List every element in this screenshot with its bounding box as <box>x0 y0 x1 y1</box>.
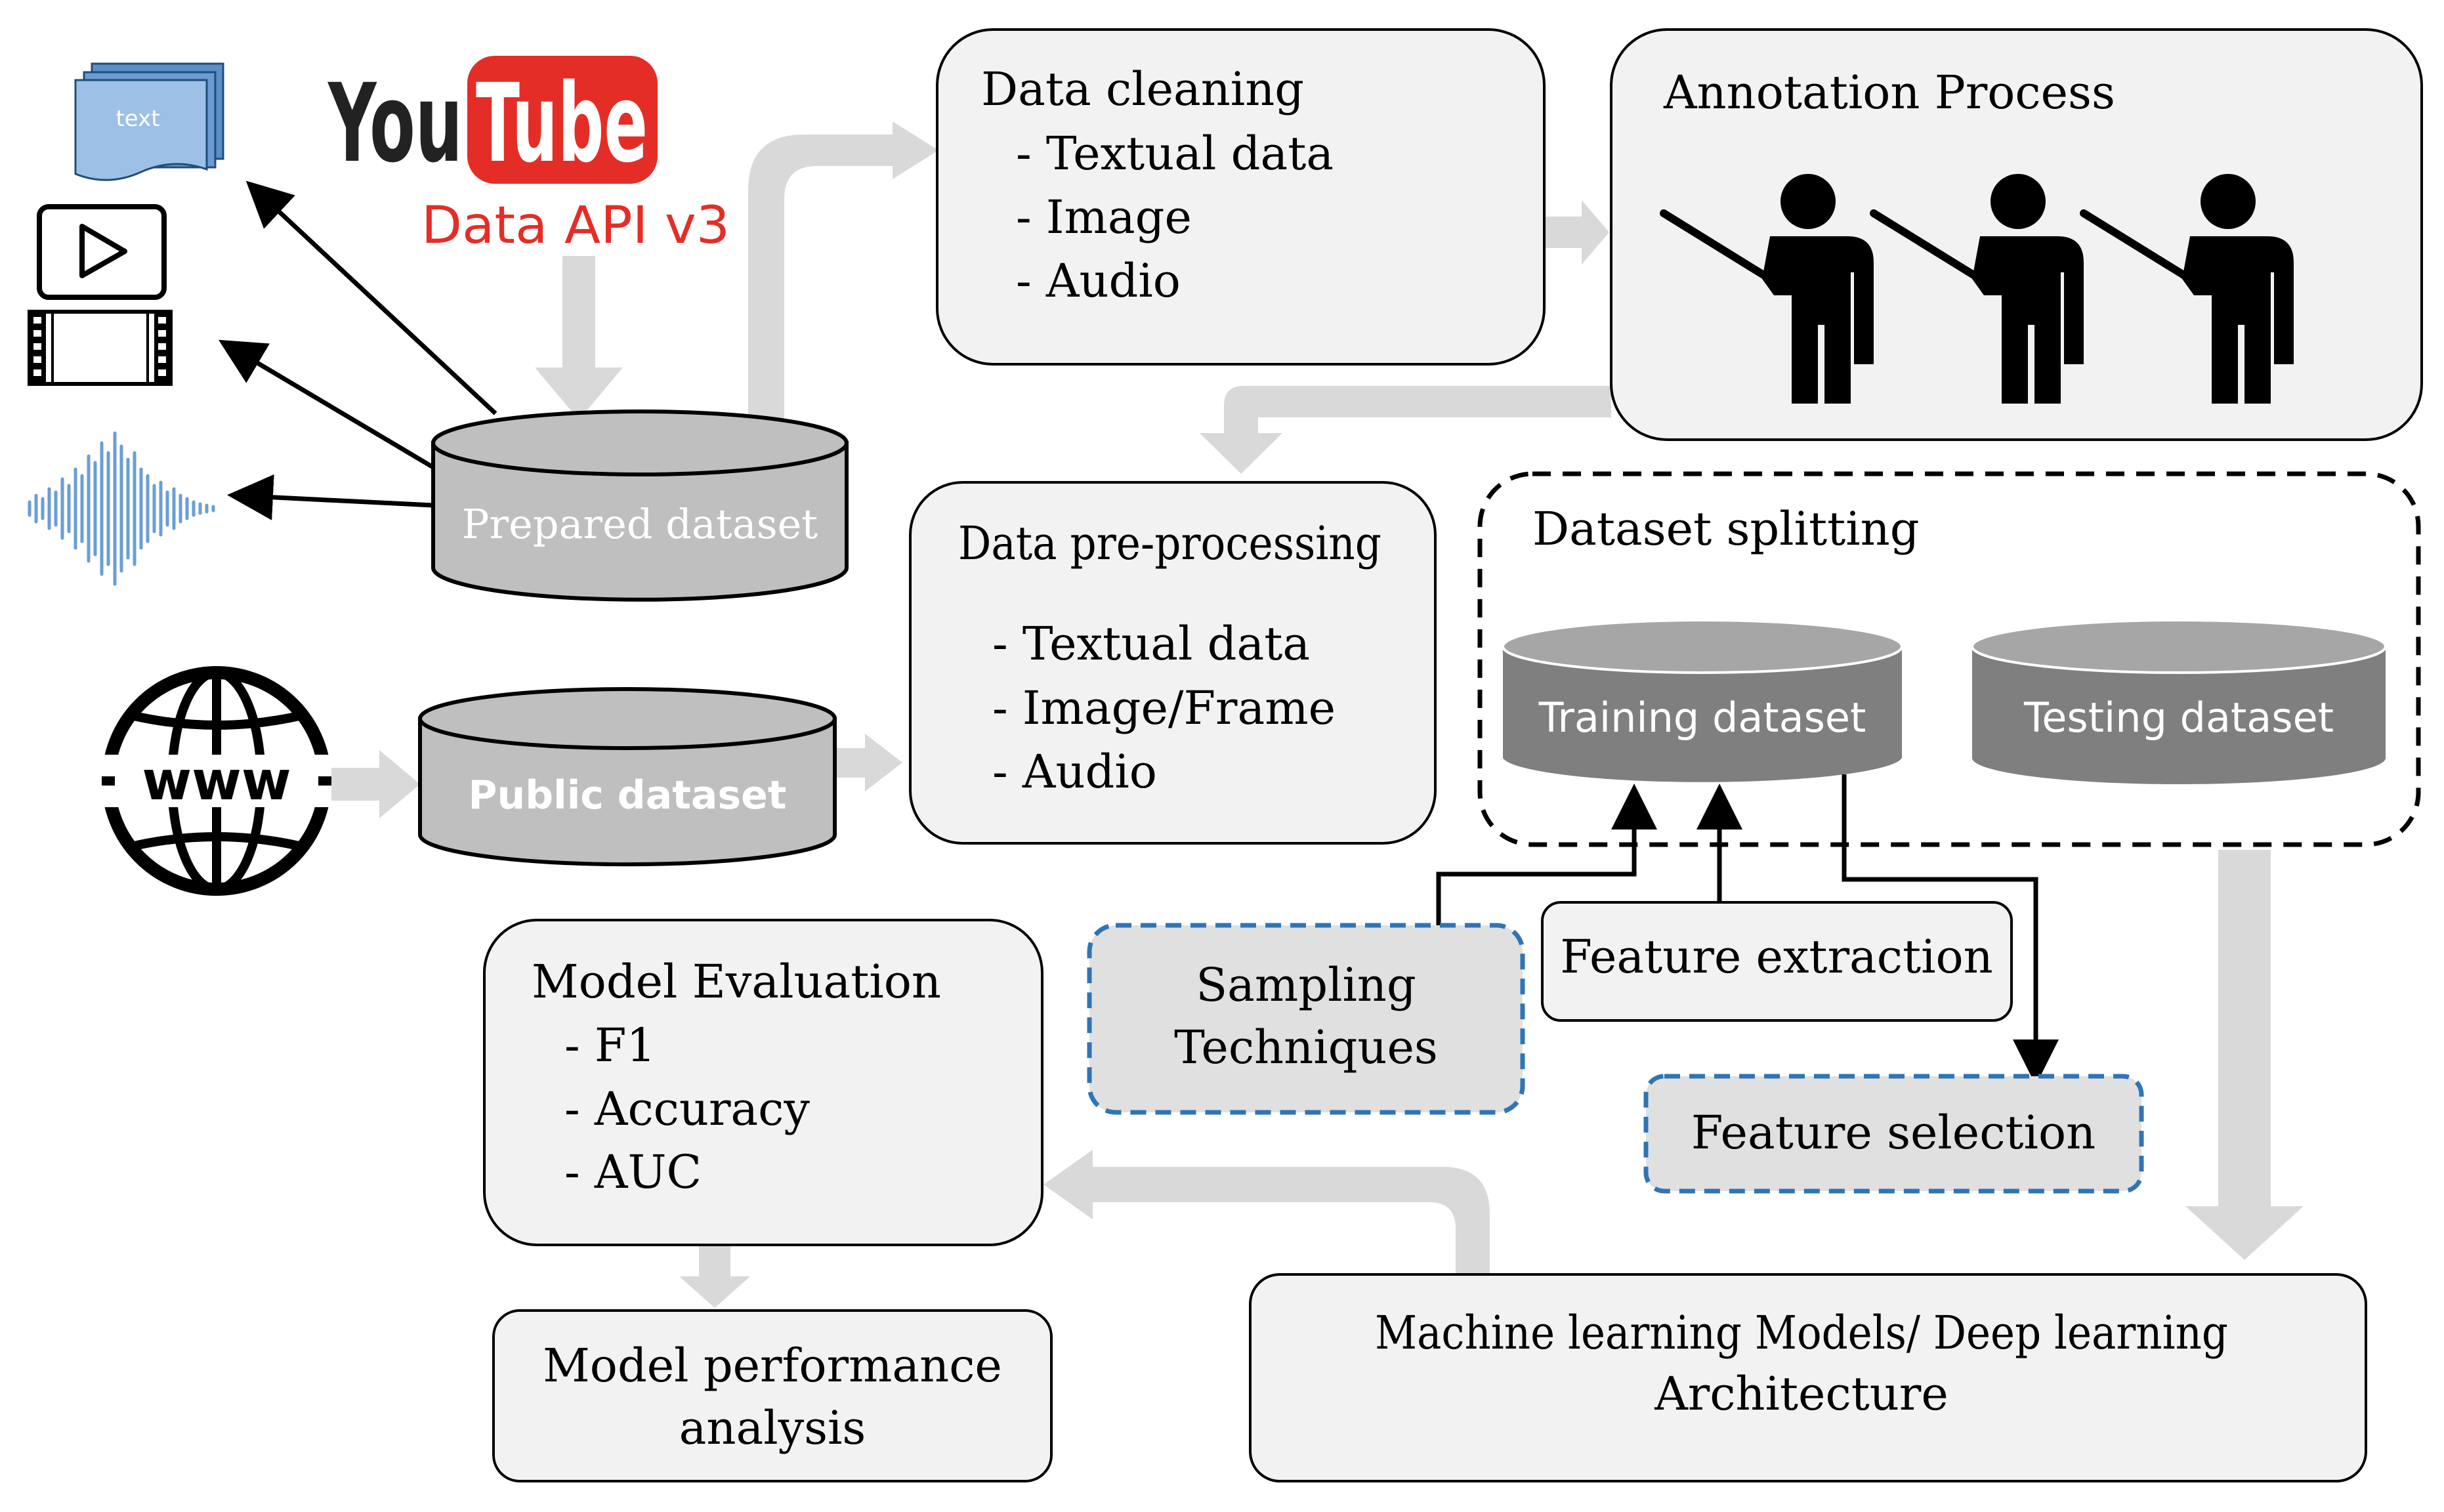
connector-training-to-selection <box>1842 774 2059 1085</box>
arrow-cleaning-to-annotation <box>1544 200 1609 264</box>
youtube-logo: You Tube Data API v3 <box>327 56 730 255</box>
testing-dataset-label: Testing dataset <box>2023 694 2334 742</box>
arrow-to-audio-icon <box>227 474 434 520</box>
model-evaluation-box: Model Evaluation - F1 - Accuracy - AUC <box>483 919 1043 1246</box>
feature-extraction-label: Feature extraction <box>1560 930 1992 984</box>
arrow-models-to-evaluation <box>1043 1150 1490 1274</box>
arrow-evaluation-to-performance <box>679 1246 750 1308</box>
model-performance-box: Model performance analysis <box>492 1309 1053 1482</box>
model-evaluation-item-f1: - F1 <box>564 1018 656 1072</box>
data-cleaning-title: Data cleaning <box>981 62 1304 116</box>
youtube-logo-tube: Tube <box>476 60 648 186</box>
public-dataset-cylinder: Public dataset <box>418 687 837 867</box>
arrow-www-to-public <box>331 750 420 818</box>
testing-dataset-cylinder: Testing dataset <box>1971 619 2387 784</box>
ml-models-line2: Architecture <box>1654 1367 1949 1421</box>
sampling-techniques-line1: Sampling <box>1196 958 1416 1012</box>
model-performance-line2: analysis <box>679 1401 866 1455</box>
arrow-public-to-preprocessing <box>833 734 902 791</box>
prepared-dataset-cylinder: Prepared dataset <box>431 410 849 602</box>
arrow-to-text-icon <box>245 180 497 415</box>
arrow-api-to-prepared <box>535 256 623 420</box>
annotation-process-title: Annotation Process <box>1663 66 2115 119</box>
audio-waveform-icon <box>28 431 215 586</box>
arrow-splitting-to-models <box>2185 850 2304 1260</box>
feature-selection-label: Feature selection <box>1691 1106 2096 1160</box>
flow-arrows <box>331 121 2304 1308</box>
text-icon-label: text <box>116 106 159 132</box>
data-preprocessing-title: Data pre-processing <box>958 516 1381 570</box>
youtube-logo-you: You <box>327 60 463 186</box>
model-evaluation-item-auc: - AUC <box>564 1145 702 1199</box>
feature-extraction-box: Feature extraction <box>1541 901 2013 1022</box>
data-cleaning-item-text: - Textual data <box>1016 127 1334 180</box>
training-dataset-label: Training dataset <box>1538 694 1866 742</box>
model-performance-line1: Model performance <box>543 1339 1002 1393</box>
sampling-techniques-box: Sampling Techniques <box>1087 923 1525 1115</box>
media-arrows <box>218 180 497 520</box>
youtube-logo-red-box <box>467 56 658 184</box>
data-cleaning-item-audio: - Audio <box>1016 254 1181 308</box>
data-preprocessing-item-image: - Image/Frame <box>992 681 1336 735</box>
film-strip-icon <box>28 310 173 386</box>
prepared-dataset-label: Prepared dataset <box>462 500 818 548</box>
ml-models-line1: Machine learning Models/ Deep learning <box>1375 1306 2228 1360</box>
connector-sampling-to-training <box>1436 784 1657 925</box>
feature-selection-box: Feature selection <box>1643 1074 2144 1194</box>
www-globe-icon: www <box>102 666 331 896</box>
sampling-techniques-line2: Techniques <box>1174 1020 1438 1074</box>
model-evaluation-title: Model Evaluation <box>532 955 941 1009</box>
feature-connectors <box>1436 774 2059 1085</box>
video-play-icon <box>37 204 167 300</box>
public-dataset-label: Public dataset <box>469 772 787 818</box>
arrow-to-video-icon <box>218 339 434 470</box>
presenter-icon-2 <box>1870 174 2084 404</box>
data-preprocessing-box: Data pre-processing - Textual data - Ima… <box>909 481 1437 845</box>
presenter-icon-3 <box>2080 174 2294 404</box>
data-cleaning-box: Data cleaning - Textual data - Image - A… <box>936 28 1546 366</box>
text-document-icon: text <box>74 62 224 181</box>
dataset-splitting-title: Dataset splitting <box>1532 502 1920 556</box>
training-dataset-cylinder: Training dataset <box>1502 619 1903 782</box>
youtube-api-label: Data API v3 <box>421 196 730 255</box>
data-preprocessing-item-audio: - Audio <box>992 745 1157 799</box>
ml-models-box: Machine learning Models/ Deep learning A… <box>1249 1273 2367 1482</box>
data-cleaning-item-image: - Image <box>1016 190 1192 244</box>
arrow-prepared-to-cleaning <box>748 121 938 420</box>
annotation-process-box: Annotation Process <box>1610 28 2423 441</box>
presenter-icon-1 <box>1660 174 1874 404</box>
data-preprocessing-item-text: - Textual data <box>992 617 1310 671</box>
arrow-annotation-to-preprocessing <box>1200 386 1611 474</box>
model-evaluation-item-accuracy: - Accuracy <box>564 1082 810 1136</box>
www-label: www <box>142 750 291 812</box>
